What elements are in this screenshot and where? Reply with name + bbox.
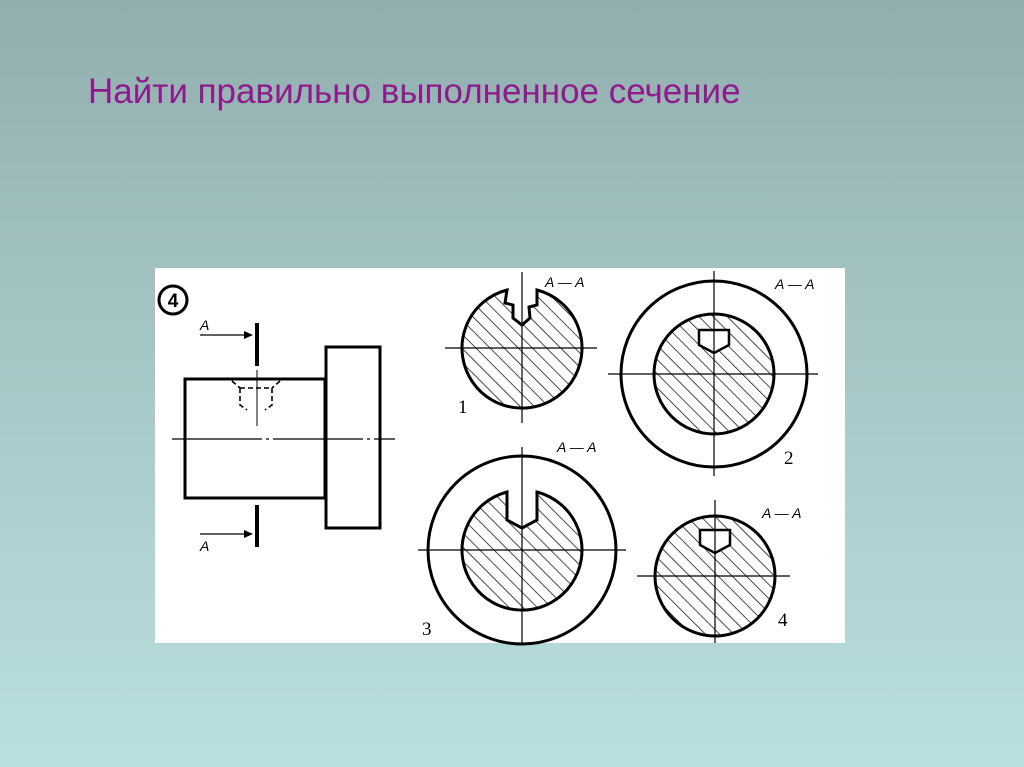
slide-title: Найти правильно выполненное сечение (88, 72, 741, 111)
cut-label-top: A (199, 317, 209, 333)
section-2[interactable]: A — A 2 (608, 271, 818, 476)
section-4-number: 4 (778, 610, 788, 631)
section-4[interactable]: A — A 4 (637, 500, 801, 643)
section-1-label: A — A (544, 274, 584, 290)
section-3[interactable]: A — A 3 (418, 439, 626, 646)
task-number: 4 (168, 291, 179, 312)
section-2-number: 2 (784, 448, 794, 469)
part-view: 4 A A (157, 284, 395, 554)
section-3-number: 3 (422, 619, 432, 640)
flange (324, 345, 382, 530)
cut-label-bottom: A (199, 538, 209, 554)
section-4-label: A — A (761, 505, 801, 521)
section-1[interactable]: A — A 1 (445, 272, 597, 423)
task-number-circle (157, 284, 189, 316)
section-2-label: A — A (774, 276, 814, 292)
section-3-label: A — A (556, 439, 596, 455)
hidden-hole (231, 380, 281, 411)
section-1-number: 1 (458, 397, 468, 418)
